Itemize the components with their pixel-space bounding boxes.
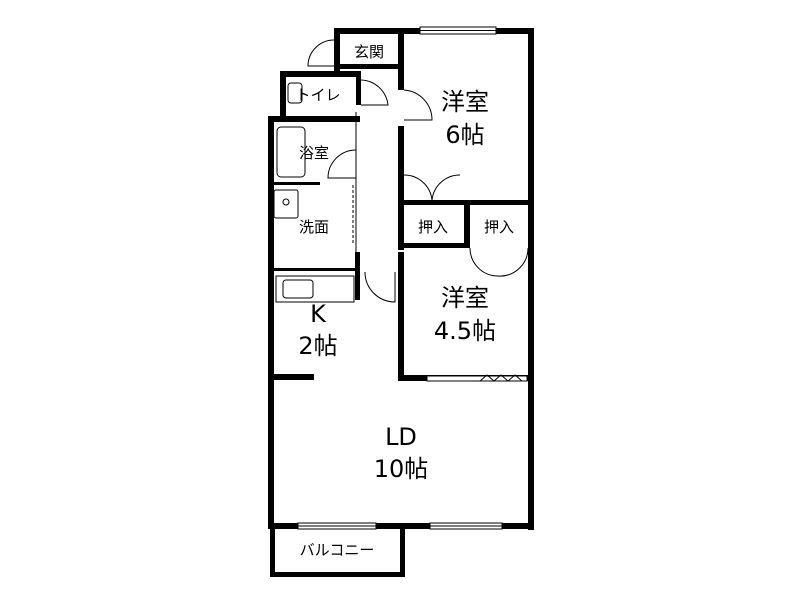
label-western2-size: 4.5帖 xyxy=(434,317,496,345)
label-closet2: 押入 xyxy=(484,218,514,236)
wall-toilet-top xyxy=(280,71,360,77)
door-bath xyxy=(327,149,357,179)
label-closet1: 押入 xyxy=(418,218,448,236)
label-kitchen-name: K xyxy=(310,300,327,328)
wall-entrance-left xyxy=(334,28,340,72)
folding-door-room2 xyxy=(479,374,523,382)
window-room2 xyxy=(426,375,528,382)
balcony-wall-left xyxy=(270,528,275,576)
balcony-wall-bottom xyxy=(270,572,404,577)
wall-closet-divider xyxy=(464,200,470,248)
wall-left-bath xyxy=(268,116,274,271)
door-entrance xyxy=(307,39,335,67)
wall-left-lower xyxy=(268,268,274,529)
door-toilet xyxy=(360,79,389,106)
label-washroom: 洗面 xyxy=(299,218,329,236)
fixtures xyxy=(273,82,355,303)
wall-entrance-bottom xyxy=(340,64,400,69)
label-kitchen-size: 2帖 xyxy=(298,332,337,360)
wall-bottom xyxy=(268,523,534,529)
door-closet1 xyxy=(403,174,461,201)
label-western2-name: 洋室 xyxy=(441,284,489,312)
wall-kitchen-stub xyxy=(268,374,314,380)
balcony xyxy=(270,528,405,577)
label-western1-size: 6帖 xyxy=(445,121,484,149)
bathtub xyxy=(276,126,306,178)
wall-bath-bottom xyxy=(268,182,320,185)
wall-toilet-left xyxy=(280,71,286,122)
room-labels: 玄関 トイレ 浴室 洗面 洋室 6帖 押入 押入 洋室 4.5帖 K 2帖 LD… xyxy=(295,43,514,559)
doors xyxy=(307,39,529,303)
wall-room2-left xyxy=(398,252,404,380)
door-closet2 xyxy=(469,247,529,277)
kitchen-sink xyxy=(282,279,314,299)
wall-hall-right-top xyxy=(398,28,404,90)
door-kitchen xyxy=(364,271,396,303)
label-ld-name: LD xyxy=(385,423,417,451)
wall-closet1-bottom xyxy=(398,243,470,248)
label-ld-size: 10帖 xyxy=(374,455,429,483)
door-room1 xyxy=(403,89,433,121)
windows xyxy=(297,26,528,530)
label-genkan: 玄関 xyxy=(354,43,384,61)
balcony-wall-right xyxy=(400,528,405,577)
label-bath: 浴室 xyxy=(299,144,329,162)
wall-right xyxy=(528,28,534,530)
wall-toilet-right xyxy=(356,71,361,105)
wall-kitchen-right xyxy=(355,252,360,300)
wall-bath-top xyxy=(268,116,360,122)
label-balcony: バルコニー xyxy=(300,541,375,559)
wall-wash-bottom xyxy=(268,268,360,271)
label-toilet: トイレ xyxy=(295,86,340,104)
wall-hall-right-mid xyxy=(398,126,404,250)
basin-drain xyxy=(282,198,290,206)
label-western1-name: 洋室 xyxy=(441,88,489,116)
toilet-fixture xyxy=(287,82,303,104)
